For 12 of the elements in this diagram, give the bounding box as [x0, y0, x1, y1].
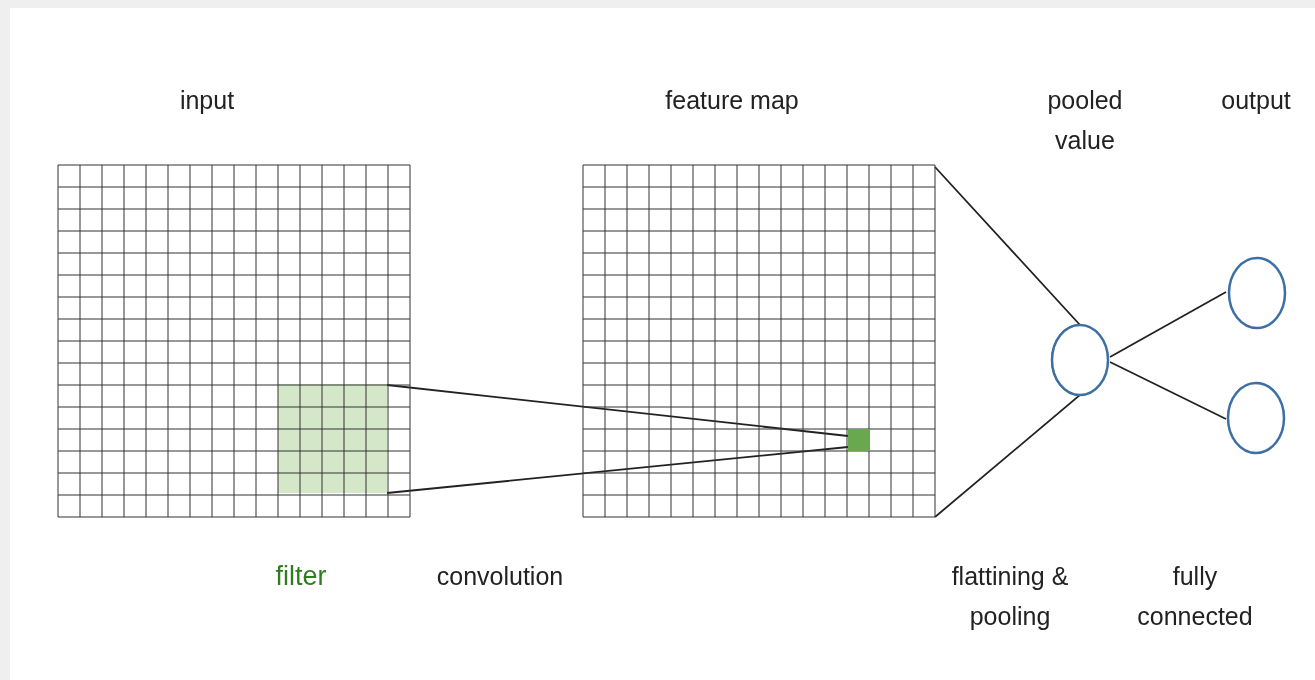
- connector-line: [386, 384, 849, 494]
- heading-text: feature map: [664, 85, 800, 116]
- connector-line: [1109, 291, 1227, 358]
- caption-text: filter: [274, 560, 328, 593]
- heading-text: input: [178, 85, 236, 116]
- step-label: output: [1220, 85, 1292, 116]
- connector-line: [1109, 361, 1227, 420]
- step-label: flattining & pooling: [950, 561, 1070, 632]
- highlighted-cell: [848, 429, 870, 451]
- step-label: fully connected: [1136, 561, 1254, 632]
- step-label: convolution: [435, 561, 565, 592]
- step-label: pooled value: [1046, 85, 1124, 156]
